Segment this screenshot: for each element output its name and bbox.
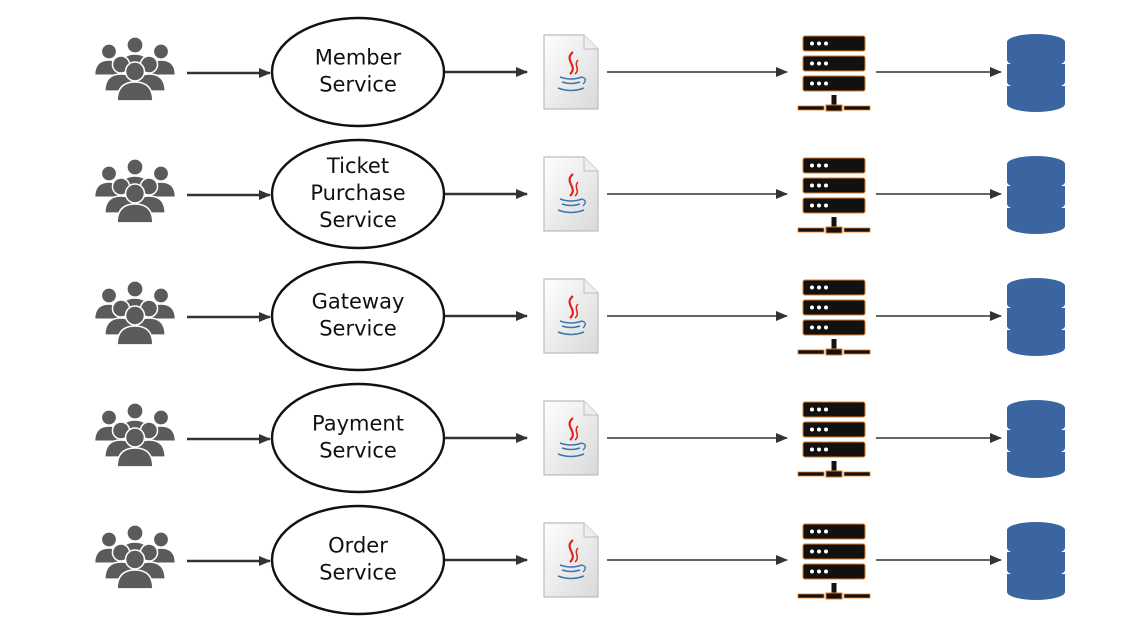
database-icon [1007,400,1065,478]
server-rack-icon [797,401,871,478]
service-label-line: Member [315,46,402,70]
java-file-icon [543,400,599,476]
java-file-icon [543,156,599,232]
database-icon [1007,156,1065,234]
service-label-line: Service [319,208,397,232]
users-group-icon [93,158,177,224]
java-file-icon [543,522,599,598]
service-label-line: Service [319,561,397,585]
diagram-rows: MemberServiceTicketPurchaseServiceGatewa… [93,16,1065,616]
service-label-line: Ticket [326,154,389,178]
service-label-line: Purchase [310,181,405,205]
server-rack-icon [797,35,871,112]
service-label-line: Service [319,317,397,341]
users-group-icon [93,36,177,102]
java-file-icon [543,278,599,354]
service-label-line: Payment [312,412,404,436]
service-node [270,382,446,494]
database-icon [1007,278,1065,356]
database-icon [1007,34,1065,112]
server-rack-icon [797,157,871,234]
java-file-icon [543,34,599,110]
service-label-line: Order [328,534,388,558]
service-node [270,138,446,250]
service-node [270,260,446,372]
service-label-line: Service [319,439,397,463]
users-group-icon [93,280,177,346]
server-rack-icon [797,279,871,356]
server-rack-icon [797,523,871,600]
database-icon [1007,522,1065,600]
service-node [270,504,446,616]
users-group-icon [93,402,177,468]
service-label-line: Service [319,73,397,97]
users-group-icon [93,524,177,590]
service-node [270,16,446,128]
service-label-line: Gateway [312,290,405,314]
